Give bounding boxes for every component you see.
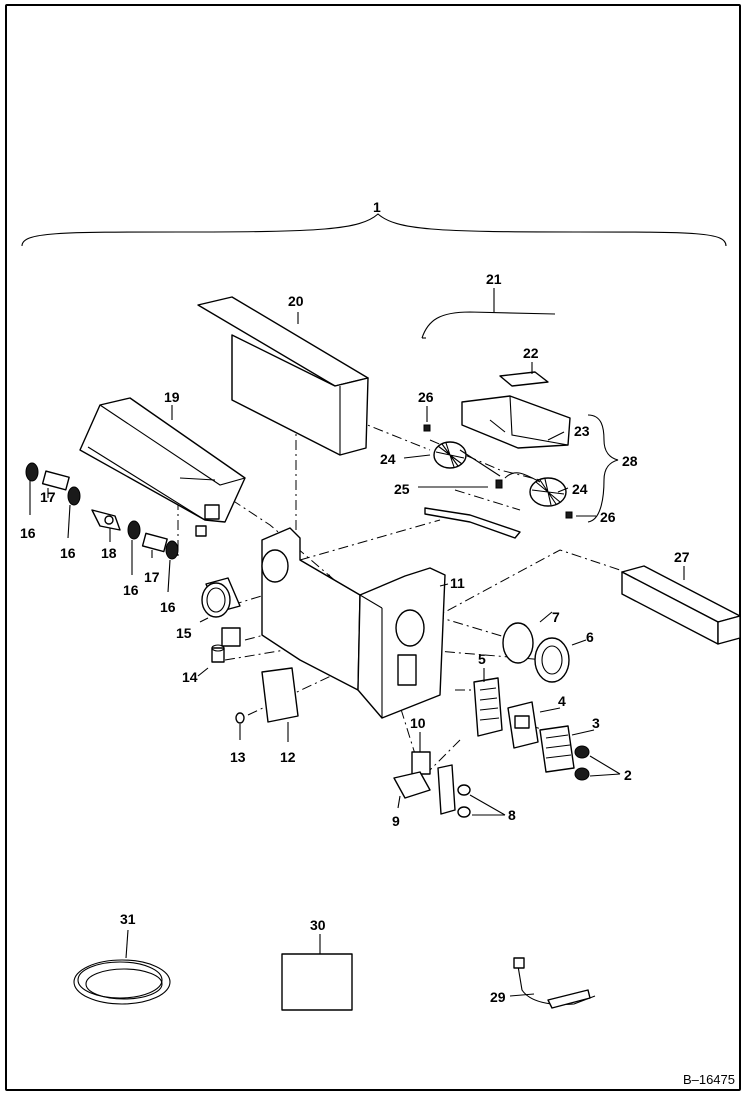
callout-3: 3 [592, 715, 600, 731]
assembly-brace [21, 213, 727, 247]
callout-16b: 16 [60, 545, 76, 561]
figure-id: B–16475 [683, 1072, 735, 1087]
part-27-filter [621, 565, 741, 645]
callout-31: 31 [120, 911, 136, 927]
callout-30: 30 [310, 917, 326, 933]
callout-15: 15 [176, 625, 192, 641]
callout-10: 10 [410, 715, 426, 731]
callout-6: 6 [586, 629, 594, 645]
callout-26b: 26 [600, 509, 616, 525]
part-21-sensor-wire [421, 311, 556, 339]
callout-20: 20 [288, 293, 304, 309]
callout-12: 12 [280, 749, 296, 765]
part-19-heater-core [79, 397, 246, 537]
parts-16-17-18-fittings [25, 462, 179, 560]
callout-4: 4 [558, 693, 566, 709]
callout-13: 13 [230, 749, 246, 765]
callout-24b: 24 [572, 481, 588, 497]
callout-27: 27 [674, 549, 690, 565]
callout-16a: 16 [20, 525, 36, 541]
callout-21: 21 [486, 271, 502, 287]
callout-2: 2 [624, 767, 632, 783]
callout-24a: 24 [380, 451, 396, 467]
part-23-blower-housing [461, 395, 571, 449]
callout-1: 1 [373, 199, 381, 215]
callout-17a: 17 [40, 489, 56, 505]
parts-6-7-rings [502, 622, 570, 683]
part-30-decal [281, 953, 353, 1011]
leader-lines [29, 288, 685, 997]
parts-24-25-26-blower-motor [423, 424, 573, 539]
parts-13-14-grommet [211, 627, 245, 724]
callout-16d: 16 [160, 599, 176, 615]
part-28-brace [587, 414, 619, 523]
callout-22: 22 [523, 345, 539, 361]
part-2-knobs [574, 745, 590, 781]
parts-3-4-5-grilles [473, 677, 575, 773]
parts-8-9-10-switches [393, 751, 471, 818]
callout-19: 19 [164, 389, 180, 405]
callout-16c: 16 [123, 582, 139, 598]
callout-18: 18 [101, 545, 117, 561]
callout-9: 9 [392, 813, 400, 829]
part-20-top-cover [197, 296, 369, 456]
callout-25: 25 [394, 481, 410, 497]
callout-7: 7 [552, 609, 560, 625]
callout-28: 28 [622, 453, 638, 469]
part-12-mounting-plate [261, 667, 299, 723]
callout-8: 8 [508, 807, 516, 823]
callout-11: 11 [450, 575, 465, 591]
callout-17b: 17 [144, 569, 160, 585]
part-22-clip [499, 371, 549, 387]
callout-26a: 26 [418, 389, 434, 405]
callout-29: 29 [490, 989, 506, 1005]
part-31-hose [73, 929, 171, 1005]
callout-numbers: 2 3 4 5 6 7 8 9 10 11 12 13 14 15 16 16 … [20, 271, 690, 1005]
drawing-frame [5, 4, 741, 1091]
callout-14: 14 [182, 669, 198, 685]
callout-23: 23 [574, 423, 590, 439]
part-15-duct-ring [201, 577, 241, 618]
callout-5: 5 [478, 651, 486, 667]
part-11-main-housing [261, 527, 446, 719]
part-29-wire-harness [513, 957, 596, 1009]
